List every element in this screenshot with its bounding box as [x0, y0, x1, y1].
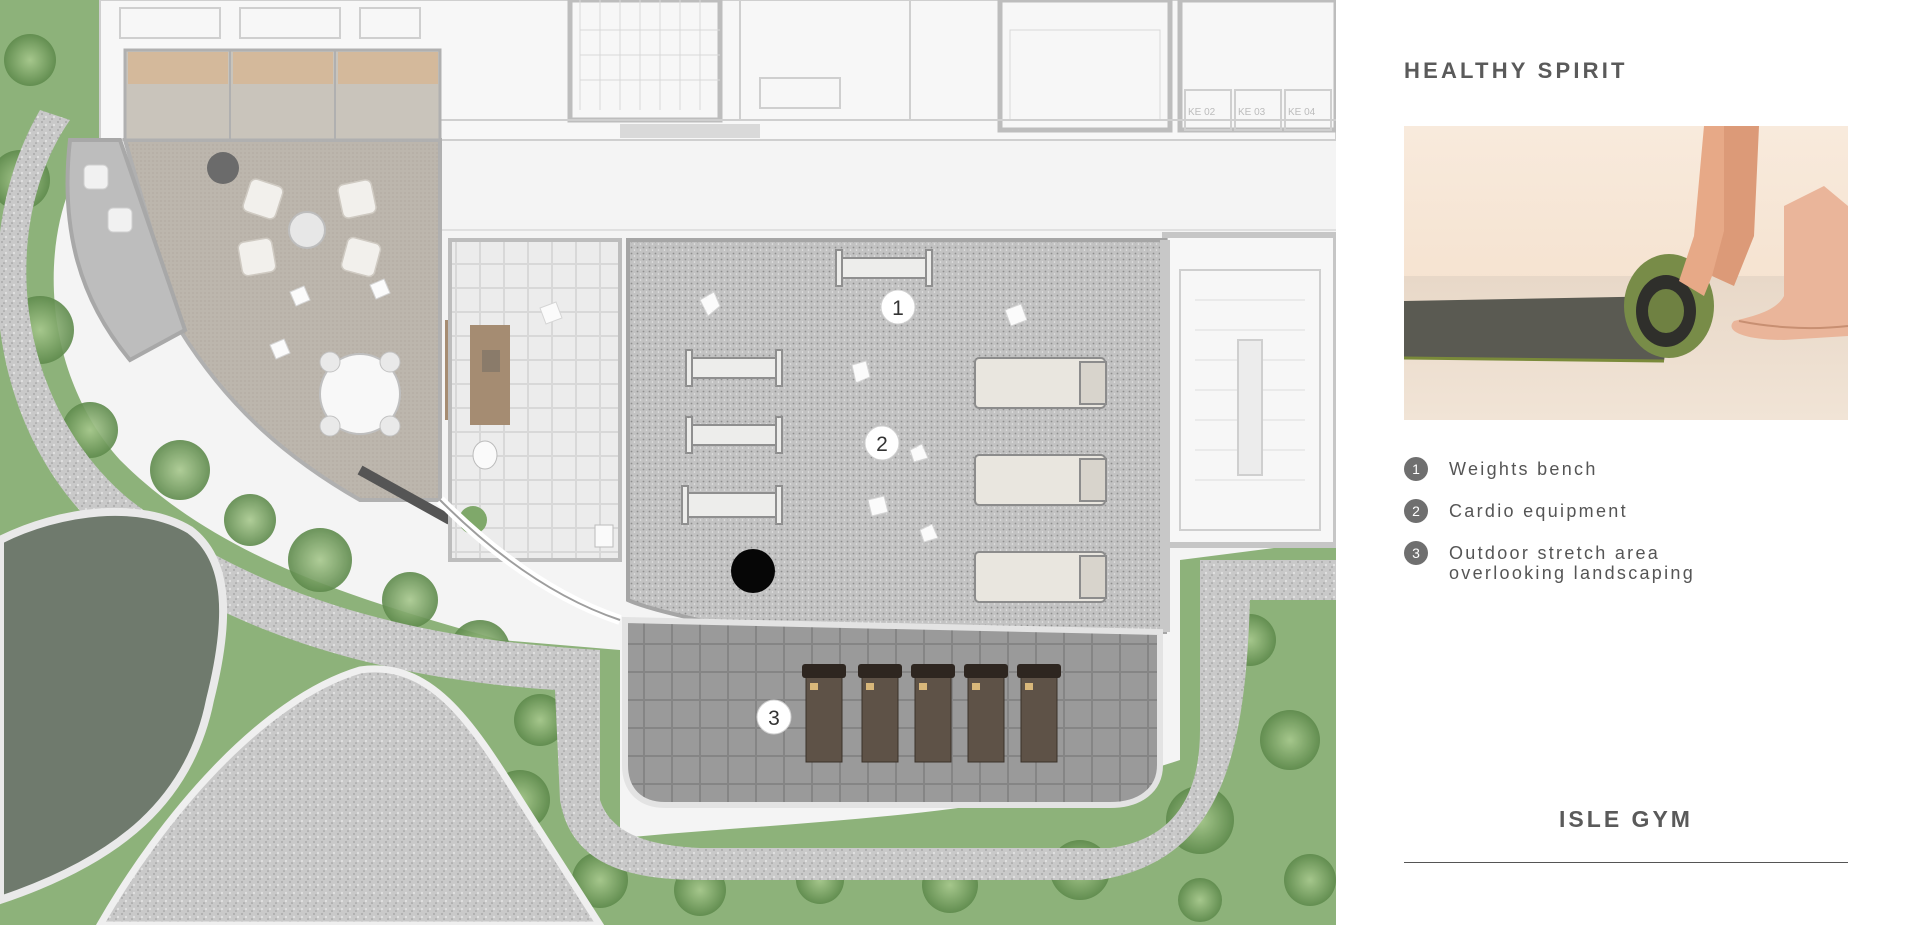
room-codes: KE 02 KE 03 KE 04: [1188, 107, 1316, 118]
legend-item-weights-bench: 1 Weights bench: [1404, 457, 1854, 499]
treadmills: [974, 357, 1107, 603]
marker-1: 1: [880, 289, 916, 325]
marker-1-label: 1: [892, 297, 904, 320]
legend-label-3: Outdoor stretch area overlooking landsca…: [1449, 543, 1696, 583]
legend-label-1: Weights bench: [1449, 459, 1598, 479]
marker-2-label: 2: [876, 433, 888, 456]
washroom: [436, 238, 622, 625]
pond: [0, 507, 605, 925]
legend-number-3: 3: [1404, 541, 1428, 565]
info-panel: HEALTHY SPIRIT: [1336, 0, 1920, 925]
legend: 1 Weights bench 2 Cardio equipment 3 Out…: [1404, 457, 1854, 583]
footer-title: ISLE GYM: [1559, 806, 1693, 832]
weights-benches: [681, 249, 933, 525]
legend-number-2: 2: [1404, 499, 1428, 523]
room-code-3: KE 04: [1288, 107, 1316, 118]
room-code-1: KE 02: [1188, 107, 1216, 118]
page-title: HEALTHY SPIRIT: [1404, 58, 1628, 83]
stairwell: [1162, 232, 1336, 548]
marker-3-label: 3: [768, 707, 780, 730]
room-code-2: KE 03: [1238, 107, 1266, 118]
legend-item-cardio: 2 Cardio equipment: [1404, 499, 1854, 541]
legend-number-1: 1: [1404, 457, 1428, 481]
stretch-terrace: [622, 616, 1163, 808]
marker-3: 3: [756, 699, 792, 735]
legend-label-2: Cardio equipment: [1449, 501, 1628, 521]
marker-2: 2: [864, 425, 900, 461]
footer-divider: [1404, 862, 1848, 863]
floor-plan: KE 02 KE 03 KE 04: [0, 0, 1336, 925]
legend-item-stretch-area: 3 Outdoor stretch area overlooking lands…: [1404, 541, 1854, 583]
yoga-mat-photo: [1404, 126, 1848, 420]
plan-markers: 1 2 3: [756, 289, 916, 735]
